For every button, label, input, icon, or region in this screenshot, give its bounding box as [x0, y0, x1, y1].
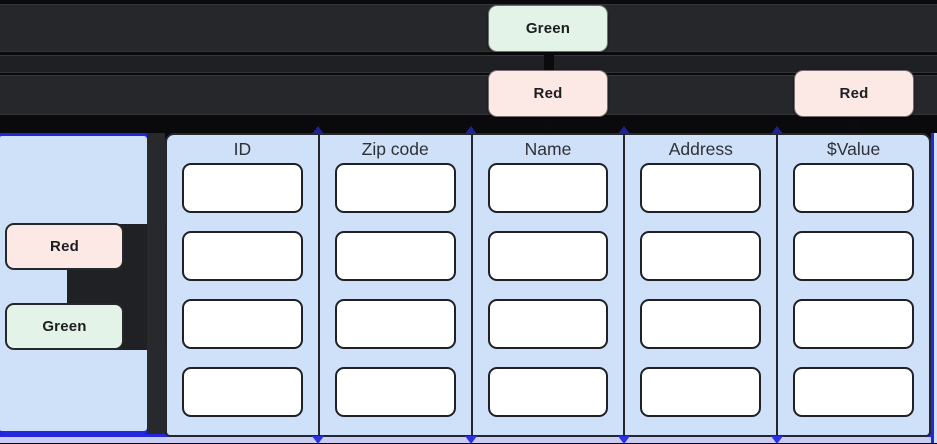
- green-tag-top[interactable]: Green: [488, 5, 608, 52]
- table-cell[interactable]: [487, 163, 609, 213]
- column-zip-code[interactable]: Zip code: [320, 135, 473, 435]
- table-cell[interactable]: [334, 231, 456, 281]
- red-tag-over-name[interactable]: Red: [488, 70, 608, 117]
- separator-arrow-down-icon: [771, 436, 783, 444]
- table-cell[interactable]: [640, 299, 762, 349]
- separator-arrow-up-icon: [465, 126, 477, 134]
- column-header: Address: [668, 138, 733, 159]
- table-panel[interactable]: ID Zip code Name Address $Value: [165, 133, 931, 437]
- table-cell[interactable]: [182, 231, 303, 281]
- column-name[interactable]: Name: [473, 135, 626, 435]
- column-header: Name: [524, 138, 572, 159]
- separator-arrow-down-icon: [465, 436, 477, 444]
- column-id[interactable]: ID: [167, 135, 320, 435]
- swimlane-bottom: [0, 75, 937, 115]
- table-cell[interactable]: [487, 367, 609, 417]
- column-header: $Value: [826, 138, 881, 159]
- table-cell[interactable]: [182, 163, 303, 213]
- separator-arrow-up-icon: [771, 126, 783, 134]
- table-cell[interactable]: [334, 163, 456, 213]
- column-header: Zip code: [361, 138, 429, 159]
- left-red-tag[interactable]: Red: [5, 223, 124, 270]
- red-tag-over-name-label: Red: [533, 85, 563, 102]
- table-cell[interactable]: [640, 231, 762, 281]
- red-tag-over-value[interactable]: Red: [794, 70, 914, 117]
- table-cell[interactable]: [793, 231, 914, 281]
- pointer-down-icon: [535, 116, 563, 131]
- left-red-tag-label: Red: [50, 238, 79, 255]
- wire-vertical-strip: [147, 133, 165, 434]
- table-cell[interactable]: [640, 163, 762, 213]
- swimlane-top: [0, 4, 937, 52]
- table-cell[interactable]: [182, 299, 303, 349]
- table-cell[interactable]: [182, 367, 303, 417]
- column-header: ID: [233, 138, 252, 159]
- separator-arrow-down-icon: [618, 436, 630, 444]
- separator-arrow-up-icon: [312, 126, 324, 134]
- separator-arrow-down-icon: [312, 436, 324, 444]
- table-cell[interactable]: [793, 299, 914, 349]
- right-panel-sliver[interactable]: [931, 133, 937, 443]
- table-cell[interactable]: [793, 367, 914, 417]
- separator-arrow-up-icon: [618, 126, 630, 134]
- table-cell[interactable]: [487, 231, 609, 281]
- column-value[interactable]: $Value: [778, 135, 929, 435]
- pointer-down-icon: [841, 116, 869, 131]
- swimlane-middle: [0, 55, 937, 73]
- table-cell[interactable]: [334, 299, 456, 349]
- green-tag-top-label: Green: [525, 20, 571, 37]
- left-green-tag-label: Green: [42, 318, 87, 335]
- red-tag-over-value-label: Red: [839, 85, 869, 102]
- table-cell[interactable]: [487, 299, 609, 349]
- connector-stub: [544, 51, 554, 71]
- table-cell[interactable]: [640, 367, 762, 417]
- column-address[interactable]: Address: [625, 135, 779, 435]
- table-cell[interactable]: [793, 163, 914, 213]
- table-cell[interactable]: [334, 367, 456, 417]
- left-green-tag[interactable]: Green: [5, 303, 124, 350]
